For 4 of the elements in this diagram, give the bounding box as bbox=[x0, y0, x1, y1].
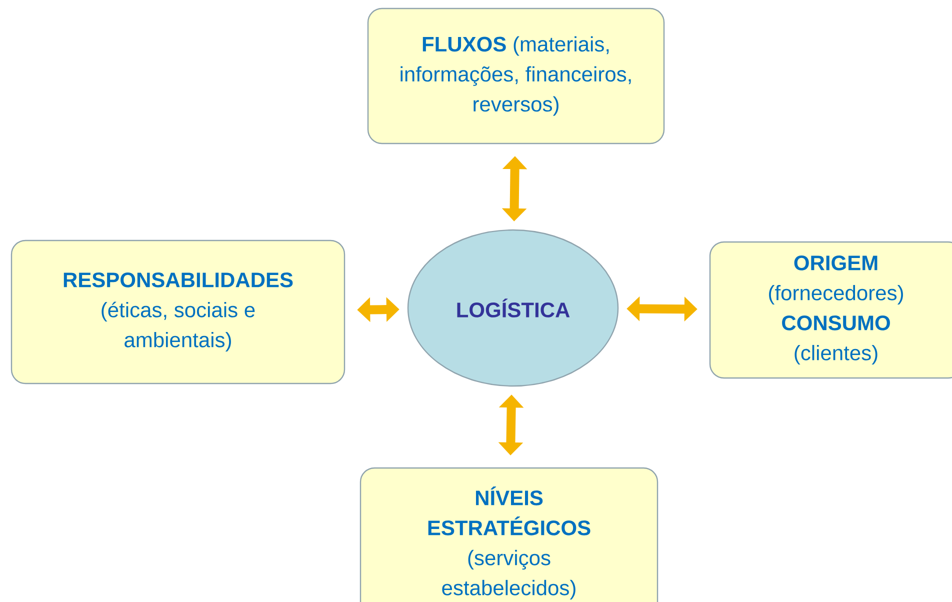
topic-box: RESPONSABILIDADES (éticas, sociais e ambientais) bbox=[10, 240, 346, 384]
topic-box: NÍVEIS ESTRATÉGICOS (serviços estabelecidos) bbox=[360, 467, 658, 602]
topic-box: FLUXOS (materiais, informações, financeiros, reversos) bbox=[367, 8, 665, 144]
topic-box: ORIGEM (fornecedores) CONSUMO (clientes) bbox=[709, 241, 952, 379]
